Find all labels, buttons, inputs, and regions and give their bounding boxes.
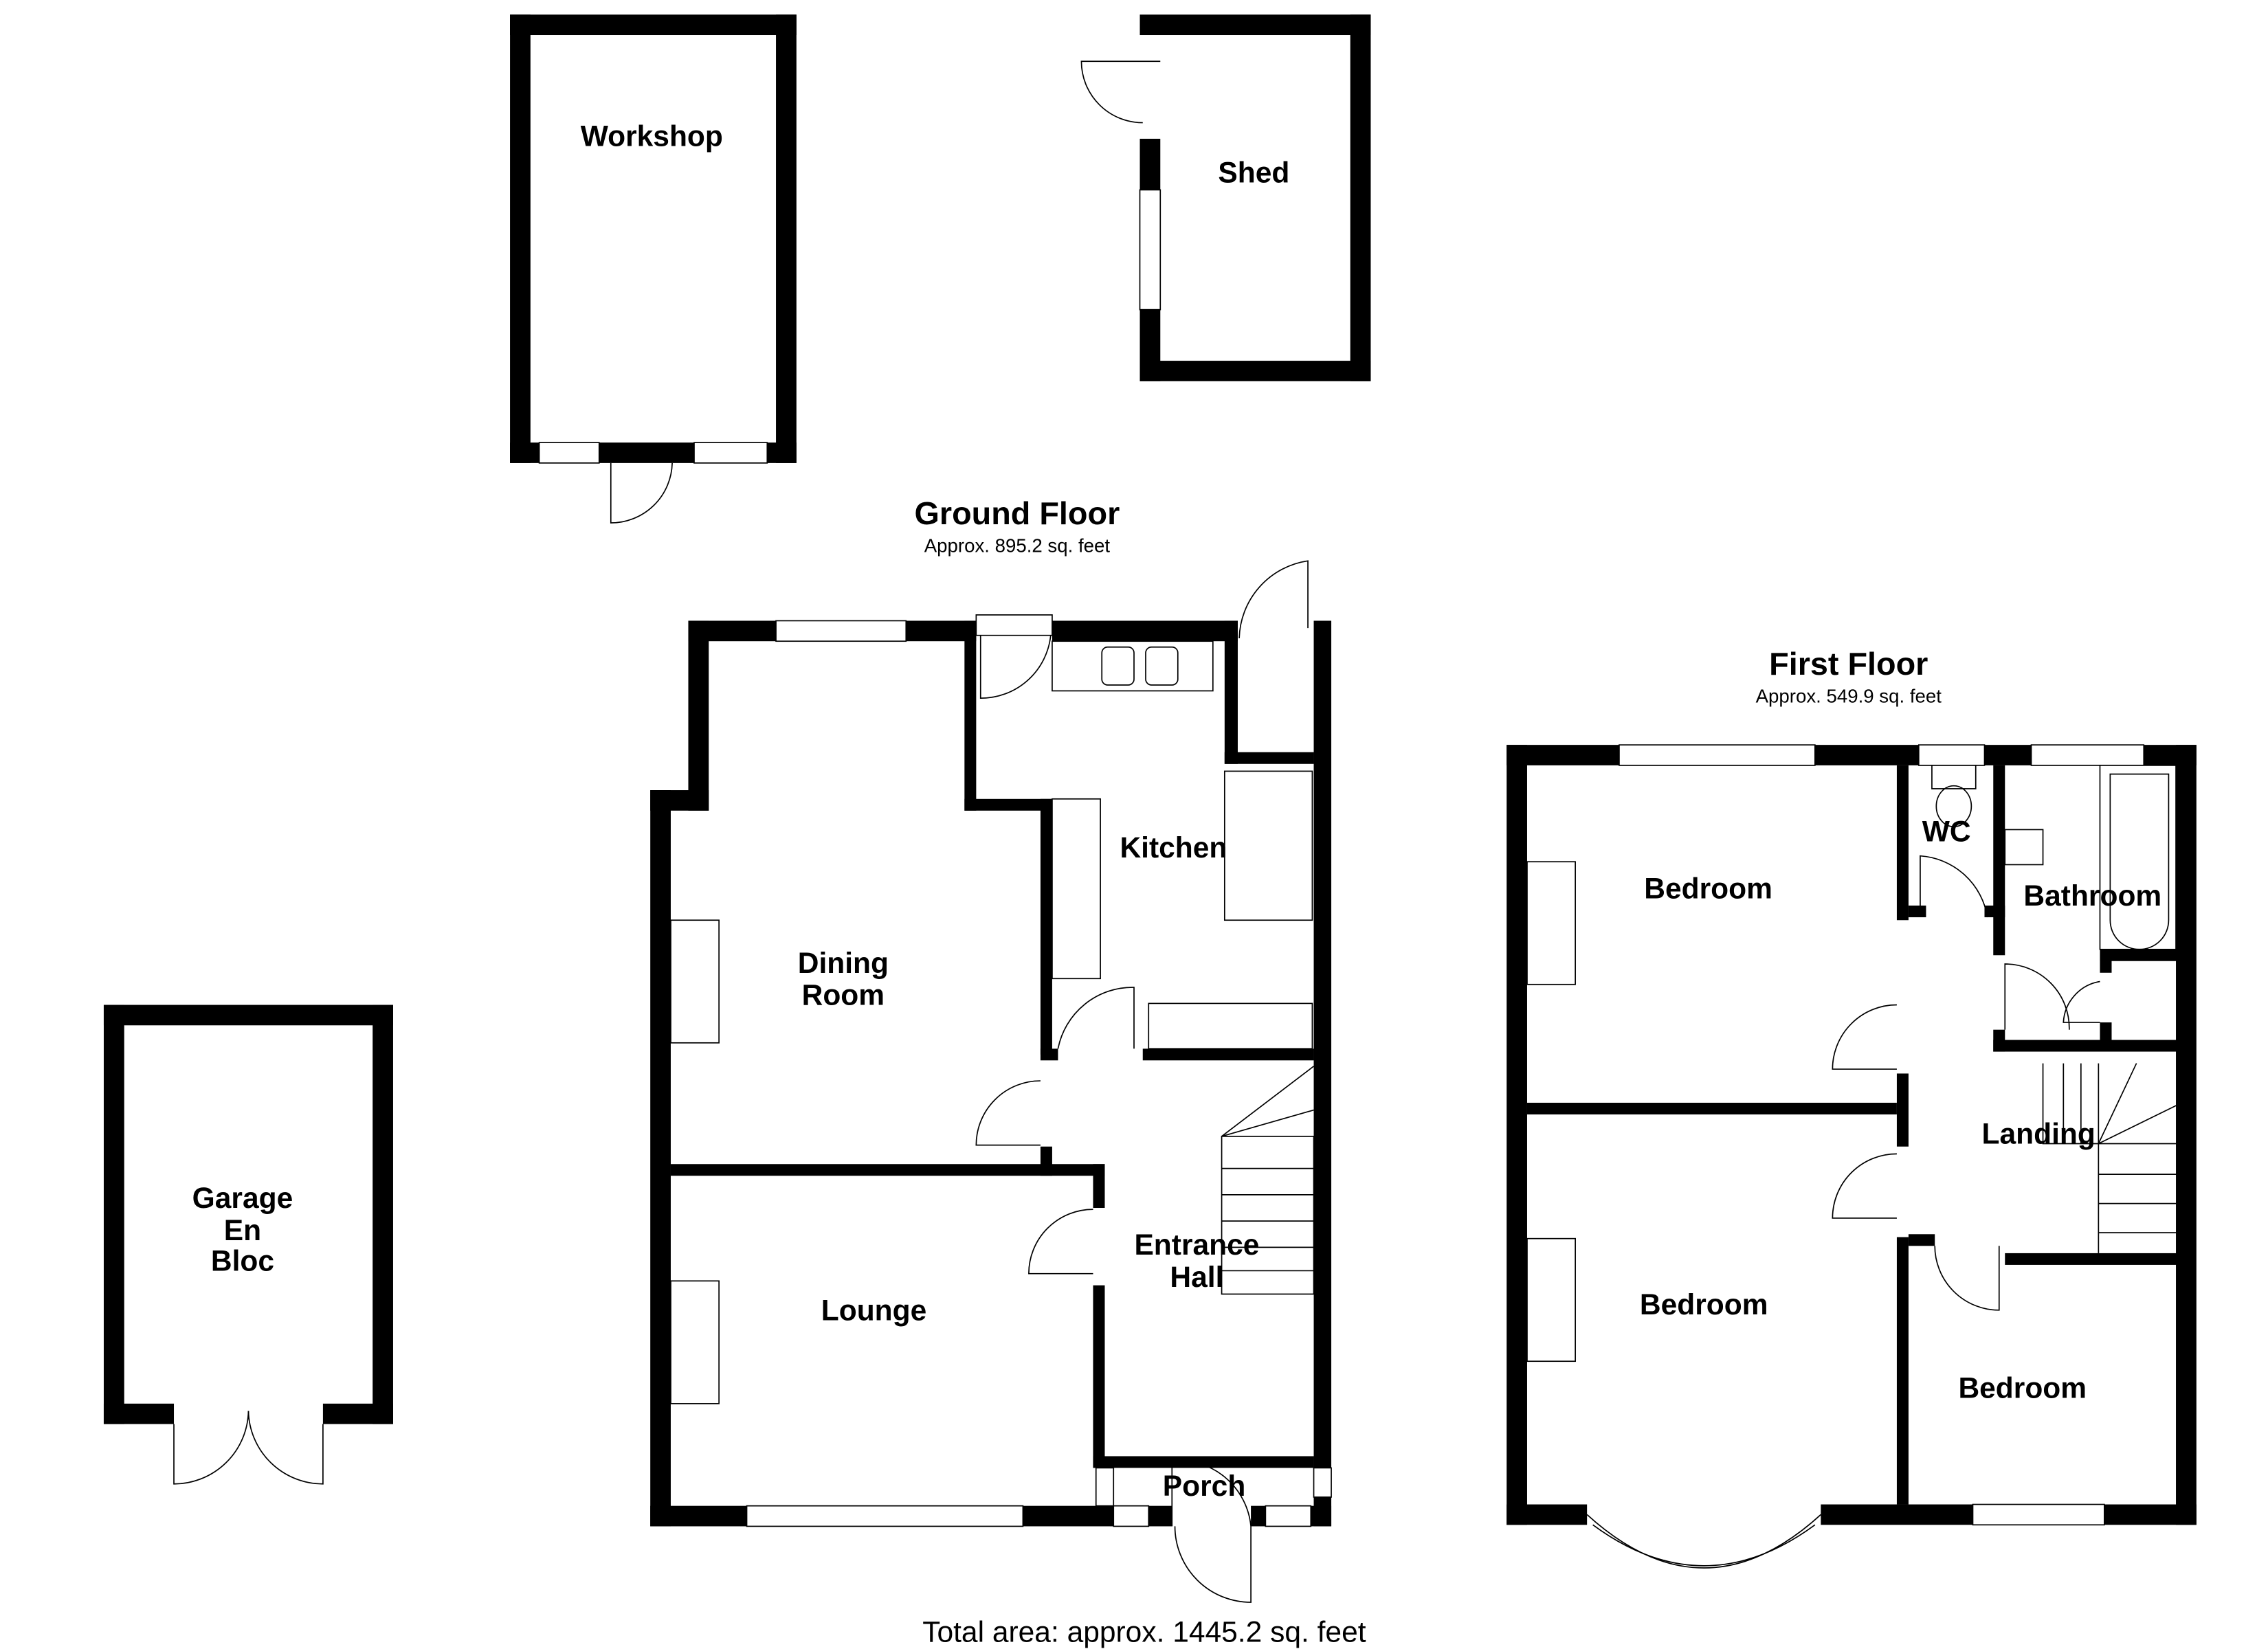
workshop-building: Workshop xyxy=(510,14,797,524)
lounge-label: Lounge xyxy=(821,1295,927,1327)
first-floor: First Floor Approx. 549.9 sq. feet xyxy=(1507,646,2197,1569)
landing-label: Landing xyxy=(1982,1118,2095,1150)
shed-building: Shed xyxy=(1080,14,1371,381)
bedroom-3-label: Bedroom xyxy=(1958,1372,2087,1404)
garage-label-line1: Garage xyxy=(192,1182,293,1215)
dining-window xyxy=(775,620,907,642)
lounge-window xyxy=(746,1505,1024,1527)
wc-label: WC xyxy=(1922,816,1971,848)
ground-floor-title: Ground Floor xyxy=(915,495,1120,531)
ground-stairs xyxy=(1221,1066,1315,1295)
garage-building: Garage En Bloc xyxy=(103,1005,393,1485)
workshop-label: Workshop xyxy=(581,121,723,153)
dining-room-label-line1: Dining xyxy=(798,947,889,980)
garage-label-line2: En xyxy=(224,1215,261,1247)
first-stairs xyxy=(2042,1063,2179,1253)
ground-floor: Ground Floor Approx. 895.2 sq. feet xyxy=(650,495,1332,1603)
shed-label: Shed xyxy=(1218,157,1289,190)
garage-label-line3: Bloc xyxy=(211,1245,274,1277)
entrance-hall-label-line2: Hall xyxy=(1170,1261,1223,1294)
bedroom-2-label: Bedroom xyxy=(1640,1289,1768,1321)
ground-floor-area: Approx. 895.2 sq. feet xyxy=(924,535,1111,557)
bathroom-label: Bathroom xyxy=(2023,880,2161,912)
bedroom-1-label: Bedroom xyxy=(1644,873,1772,905)
total-area: Total area: approx. 1445.2 sq. feet xyxy=(922,1616,1366,1648)
first-floor-area: Approx. 549.9 sq. feet xyxy=(1756,686,1942,707)
kitchen-label: Kitchen xyxy=(1120,832,1227,864)
first-floor-title: First Floor xyxy=(1769,646,1928,682)
dining-room-label-line2: Room xyxy=(802,980,885,1012)
porch-label: Porch xyxy=(1163,1470,1246,1503)
entrance-hall-label-line1: Entrance xyxy=(1134,1229,1259,1261)
